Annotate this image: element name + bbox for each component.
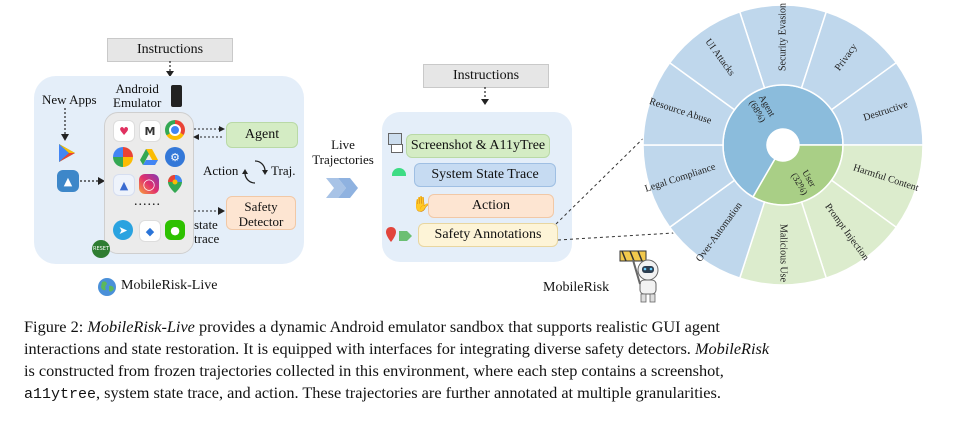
new-apps-arrow: [61, 108, 69, 141]
action-box: Action: [428, 194, 554, 218]
annotation-tag-icon: [386, 227, 412, 242]
phone-icon: [171, 85, 182, 107]
heart-app-icon[interactable]: ♥: [113, 120, 135, 142]
play-store-icon: [59, 144, 75, 162]
safety-annotations-box: Safety Annotations: [418, 223, 558, 247]
drive-icon[interactable]: [139, 147, 159, 167]
system-state-trace-box: System State Trace: [414, 163, 556, 187]
new-apps-label: New Apps: [42, 92, 97, 107]
mobilerisk-live-label: MobileRisk-Live: [121, 278, 218, 293]
instructions-box-middle: Instructions: [423, 64, 549, 88]
instructions-arrow-middle: [481, 87, 489, 105]
live-trajectories-label: Live Trajectories: [312, 137, 374, 167]
screenshot-a11ytree-box: Screenshot & A11yTree: [406, 134, 550, 158]
cycle-arrows-icon: [242, 160, 268, 184]
figure-caption: Figure 2: MobileRisk-Live provides a dyn…: [24, 316, 944, 406]
caption-line-1: Figure 2: MobileRisk-Live provides a dyn…: [24, 317, 720, 336]
caption-line-3: is constructed from frozen trajectories …: [24, 361, 724, 380]
wechat-icon[interactable]: ●: [165, 220, 185, 240]
photos-app-icon[interactable]: [113, 147, 133, 167]
traj-label: Traj.: [271, 163, 296, 178]
tree-icon: [391, 144, 403, 153]
outer-segment-label: Malicious Use: [778, 224, 789, 283]
agent-box: Agent: [226, 122, 298, 148]
caption-line-2: interactions and state restoration. It i…: [24, 339, 770, 358]
instructions-arrow-left: [166, 61, 174, 77]
agent-arrows: [193, 126, 225, 140]
drop-app-icon[interactable]: ◆: [139, 220, 161, 242]
mobilerisk-label: MobileRisk: [543, 280, 610, 295]
outer-segment-ui-attacks: [668, 10, 766, 111]
action-label: Action: [203, 163, 239, 178]
state-trace-label: state trace: [194, 217, 220, 246]
install-arrow: [80, 177, 105, 185]
instructions-box-left: Instructions: [107, 38, 233, 62]
chevron-right-icon: [326, 178, 358, 198]
telegram-icon[interactable]: ➤: [113, 220, 133, 240]
tap-hand-icon: ✋: [412, 197, 431, 213]
android-robot-icon: [392, 168, 406, 176]
maps-pin-icon[interactable]: [165, 174, 185, 194]
state-trace-arrow: [194, 207, 225, 215]
settings-gear-icon[interactable]: ⚙: [165, 147, 185, 167]
globe-icon: [98, 278, 116, 296]
android-app-icon: ▲: [57, 170, 79, 192]
reset-badge-icon: RESET: [92, 240, 110, 258]
more-apps-dots: ......: [134, 194, 161, 209]
caption-line-4: a11ytree, system state trace, and action…: [24, 383, 721, 403]
instagram-icon[interactable]: ◯: [139, 174, 159, 194]
chrome-icon[interactable]: [165, 120, 185, 140]
mail-app-icon[interactable]: M: [139, 120, 161, 142]
safety-detector-box: Safety Detector: [226, 196, 296, 230]
outer-segment-label: Security Evasion: [777, 3, 788, 71]
robot-mascot-icon: [619, 250, 659, 303]
emulator-label: Android Emulator: [113, 81, 162, 110]
rocket-app-icon[interactable]: ▲: [113, 174, 135, 196]
